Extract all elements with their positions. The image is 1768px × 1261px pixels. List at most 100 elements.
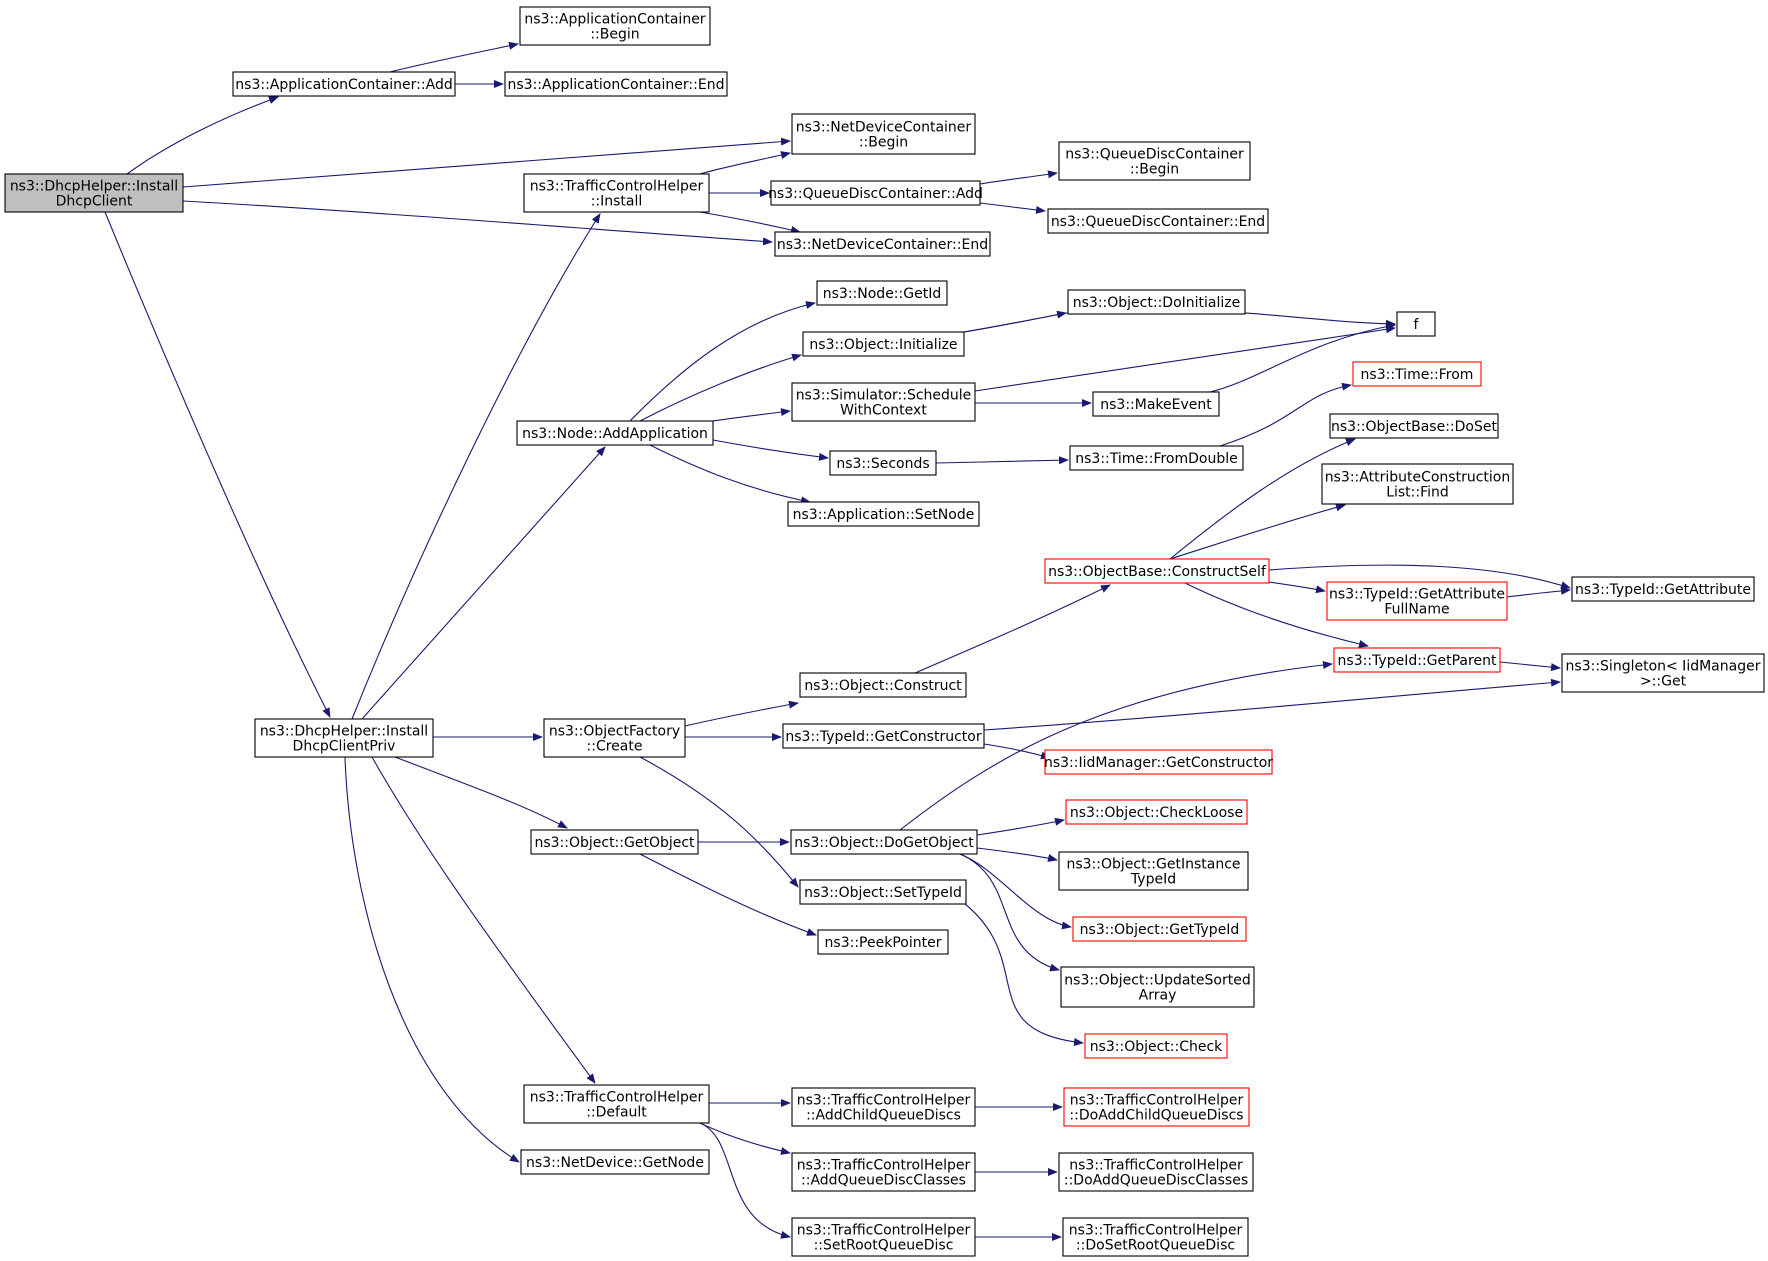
edge-tchInstall-to-ndcBegin xyxy=(699,151,791,175)
edge-obConstructSelf-to-tidGetAttr xyxy=(1268,564,1571,589)
edge-ofCreate-to-objConstruct xyxy=(684,700,799,727)
node-box xyxy=(1396,311,1436,337)
node-label: ns3::TrafficControlHelper xyxy=(530,1090,704,1106)
node-appEnd[interactable]: ns3::ApplicationContainer::End xyxy=(504,71,728,97)
edge-qdcAdd-to-qdcBegin xyxy=(979,170,1058,185)
node-appBegin[interactable]: ns3::ApplicationContainer::Begin xyxy=(519,6,711,46)
node-tchInstall[interactable]: ns3::TrafficControlHelper::Install xyxy=(523,173,710,213)
node-appAdd[interactable]: ns3::ApplicationContainer::Add xyxy=(232,71,456,97)
node-seconds[interactable]: ns3::Seconds xyxy=(829,450,937,476)
node-label: ns3::ApplicationContainer::End xyxy=(508,77,725,93)
node-tchAddClasses[interactable]: ns3::TrafficControlHelper::AddQueueDiscC… xyxy=(791,1152,976,1192)
node-f[interactable]: f xyxy=(1396,311,1436,337)
node-label: ns3::Object::GetInstance xyxy=(1066,857,1240,873)
node-singletonGet[interactable]: ns3::Singleton< IidManager>::Get xyxy=(1561,653,1765,693)
node-objConstruct[interactable]: ns3::Object::Construct xyxy=(799,672,967,698)
node-qdcBegin[interactable]: ns3::QueueDiscContainer::Begin xyxy=(1058,141,1251,181)
edge-nodeAddApp-to-objInit xyxy=(639,353,802,422)
node-appSetNode[interactable]: ns3::Application::SetNode xyxy=(787,501,980,527)
node-box xyxy=(1067,289,1246,315)
node-tchDoSetRoot[interactable]: ns3::TrafficControlHelper::DoSetRootQueu… xyxy=(1062,1217,1249,1257)
node-ndcBegin[interactable]: ns3::NetDeviceContainer::Begin xyxy=(791,113,976,155)
node-obConstructSelf[interactable]: ns3::ObjectBase::ConstructSelf xyxy=(1044,558,1270,584)
node-tchAddChild[interactable]: ns3::TrafficControlHelper::AddChildQueue… xyxy=(791,1087,976,1127)
node-objSetTid[interactable]: ns3::Object::SetTypeId xyxy=(799,879,967,905)
edge-appAdd-to-appBegin xyxy=(389,41,519,73)
node-timeFrom[interactable]: ns3::Time::From xyxy=(1352,361,1482,387)
node-tchDefault[interactable]: ns3::TrafficControlHelper::Default xyxy=(523,1084,710,1124)
node-tchSetRoot[interactable]: ns3::TrafficControlHelper::SetRootQueueD… xyxy=(791,1217,976,1257)
edge-tchInstall-to-ndcEnd xyxy=(699,211,801,234)
node-box xyxy=(1333,647,1501,673)
node-objCheck[interactable]: ns3::Object::Check xyxy=(1084,1033,1228,1059)
node-timeFromDouble[interactable]: ns3::Time::FromDouble xyxy=(1069,445,1244,471)
node-box xyxy=(1352,361,1482,387)
node-ndGetNode[interactable]: ns3::NetDevice::GetNode xyxy=(520,1149,710,1175)
node-box xyxy=(1044,749,1273,775)
node-box xyxy=(791,1217,976,1257)
node-objCheckLoose[interactable]: ns3::Object::CheckLoose xyxy=(1065,799,1248,825)
edges-layer xyxy=(104,41,1571,1241)
node-tidGetCtor[interactable]: ns3::TypeId::GetConstructor xyxy=(782,723,985,749)
node-label: ns3::NetDeviceContainer xyxy=(796,120,972,136)
node-box xyxy=(791,1087,976,1127)
node-label: ::Begin xyxy=(590,27,639,43)
node-tchDoAddChild[interactable]: ns3::TrafficControlHelper::DoAddChildQue… xyxy=(1063,1087,1250,1127)
node-label: ::Create xyxy=(587,739,643,755)
edge-simSched-to-f xyxy=(974,325,1396,392)
node-objDoGetObject[interactable]: ns3::Object::DoGetObject xyxy=(790,829,978,855)
node-peekPtr[interactable]: ns3::PeekPointer xyxy=(817,929,949,955)
node-label: ns3::Object::DoInitialize xyxy=(1073,295,1240,311)
node-label: ns3::TrafficControlHelper xyxy=(1069,1158,1243,1174)
node-label: ::Install xyxy=(591,194,643,210)
node-box xyxy=(516,420,714,446)
node-label: ::DoAddQueueDiscClasses xyxy=(1064,1173,1248,1189)
node-objDoInit[interactable]: ns3::Object::DoInitialize xyxy=(1067,289,1246,315)
node-ofCreate[interactable]: ns3::ObjectFactory::Create xyxy=(543,718,686,758)
node-qdcAdd[interactable]: ns3::QueueDiscContainer::Add xyxy=(768,180,983,206)
node-nodeAddApp[interactable]: ns3::Node::AddApplication xyxy=(516,420,714,446)
node-box xyxy=(232,71,456,97)
node-label: ns3::TrafficControlHelper xyxy=(1070,1093,1244,1109)
node-box xyxy=(530,829,699,855)
node-box xyxy=(4,173,184,213)
node-label: ns3::Object::Construct xyxy=(804,678,962,694)
node-ndcEnd[interactable]: ns3::NetDeviceContainer::End xyxy=(774,231,991,257)
node-box xyxy=(1329,413,1499,439)
node-tidGetAttr[interactable]: ns3::TypeId::GetAttribute xyxy=(1571,576,1755,602)
edge-obConstructSelf-to-tidGetParent xyxy=(1184,582,1369,648)
node-label: ns3::AttributeConstruction xyxy=(1325,470,1510,486)
edge-objConstruct-to-obConstructSelf xyxy=(914,584,1111,674)
edge-installPriv-to-tchDefault xyxy=(371,756,596,1084)
node-label: f xyxy=(1414,317,1420,333)
node-qdcEnd[interactable]: ns3::QueueDiscContainer::End xyxy=(1047,208,1269,234)
node-objGetObject[interactable]: ns3::Object::GetObject xyxy=(530,829,699,855)
node-box xyxy=(523,1084,710,1124)
node-iidGetCtor[interactable]: ns3::IidManager::GetConstructor xyxy=(1044,749,1273,775)
node-box xyxy=(1084,1033,1228,1059)
node-objGetTid[interactable]: ns3::Object::GetTypeId xyxy=(1072,916,1247,942)
node-box xyxy=(1044,558,1270,584)
edge-objSetTid-to-objCheck xyxy=(959,899,1084,1046)
node-box xyxy=(799,672,967,698)
node-objInit[interactable]: ns3::Object::Initialize xyxy=(802,331,965,357)
edge-tchDefault-to-tchAddClasses xyxy=(699,1122,791,1155)
node-makeEvent[interactable]: ns3::MakeEvent xyxy=(1092,391,1220,417)
node-nodeGetId[interactable]: ns3::Node::GetId xyxy=(816,280,948,306)
node-box xyxy=(817,929,949,955)
node-label: ns3::ObjectBase::ConstructSelf xyxy=(1048,564,1267,580)
node-tidGetParent[interactable]: ns3::TypeId::GetParent xyxy=(1333,647,1501,673)
node-obDoSet[interactable]: ns3::ObjectBase::DoSet xyxy=(1329,413,1499,439)
edge-installPriv-to-nodeAddApp xyxy=(361,446,606,720)
node-label: TypeId xyxy=(1130,872,1176,888)
node-tchDoAddClasses[interactable]: ns3::TrafficControlHelper::DoAddQueueDis… xyxy=(1058,1152,1254,1192)
edge-seconds-to-timeFromDouble xyxy=(935,456,1069,465)
